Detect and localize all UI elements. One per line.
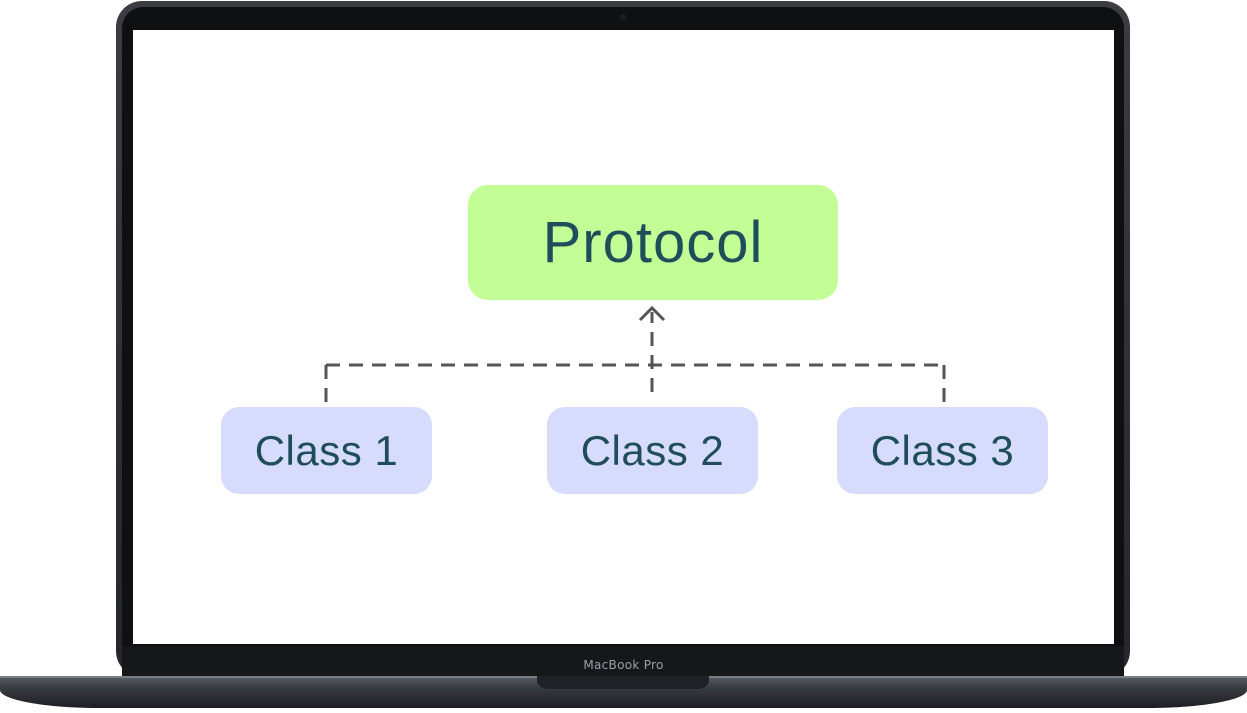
laptop-notch — [537, 676, 709, 689]
class-node-2: Class 2 — [547, 407, 758, 494]
camera-dot — [620, 14, 626, 20]
class-label: Class 2 — [580, 426, 725, 474]
class-label: Class 1 — [254, 426, 399, 474]
class-node-3: Class 3 — [837, 407, 1048, 494]
class-node-1: Class 1 — [221, 407, 432, 494]
protocol-node: Protocol — [468, 185, 838, 300]
laptop-hinge — [122, 646, 1124, 676]
protocol-label: Protocol — [542, 210, 764, 275]
laptop-screen: Protocol Class 1 Class 2 Class 3 — [133, 30, 1114, 644]
class-label: Class 3 — [870, 426, 1015, 474]
device-brand-label: MacBook Pro — [583, 658, 664, 672]
connector-lines — [324, 305, 946, 402]
inheritance-arrowhead — [638, 305, 666, 322]
laptop-base — [0, 676, 1247, 708]
